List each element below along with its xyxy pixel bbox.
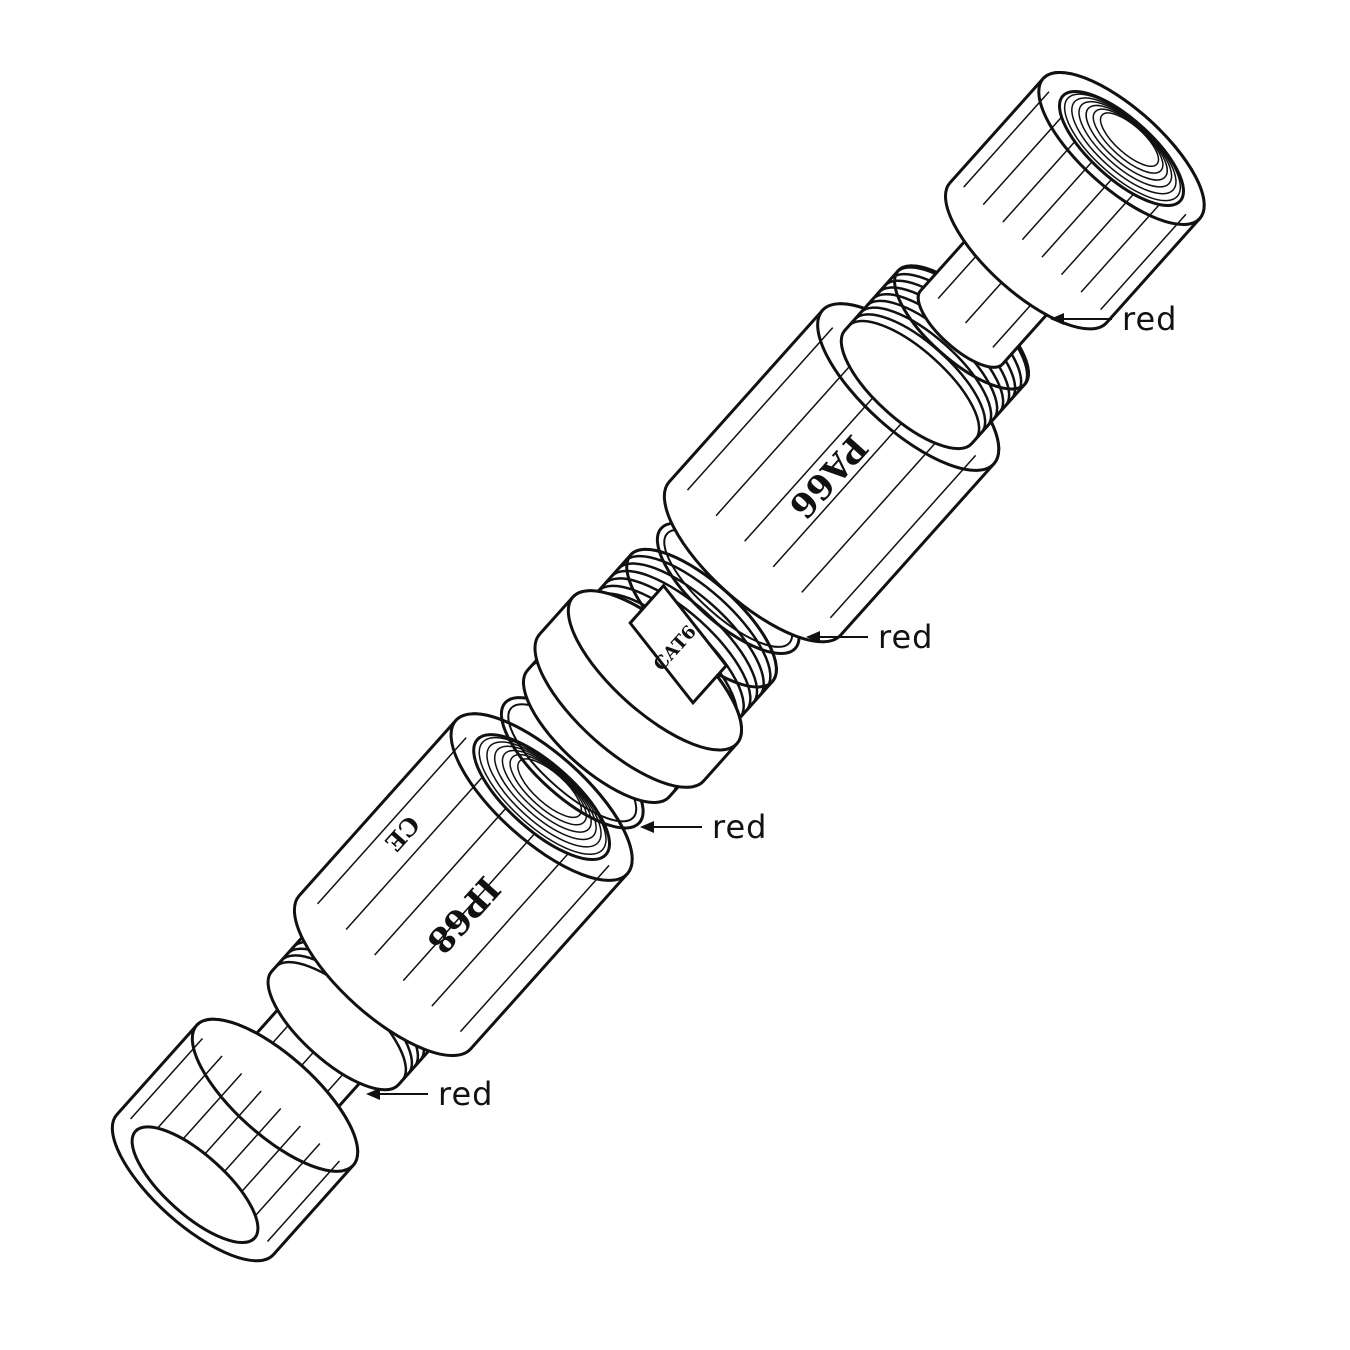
callout-top-oring: red <box>806 618 934 656</box>
bottom-body-inner-thread <box>486 741 602 848</box>
top-body-rib <box>715 352 862 517</box>
top-gland-threads-thread <box>847 319 981 441</box>
callout-bottom-oring: red <box>640 808 768 846</box>
callout-top-collet: red <box>1050 300 1178 338</box>
bottom-cap-nut-rib <box>247 1142 321 1225</box>
bottom-cap-nut-rib <box>129 1038 204 1120</box>
top-cap-nut <box>944 70 1206 331</box>
cat6-insert-thread <box>603 577 752 712</box>
bottom-body-rib <box>459 864 610 1033</box>
bottom-body-rib <box>374 788 524 956</box>
top-body-rib <box>772 403 920 568</box>
bottom-body-inner-thread <box>509 753 587 826</box>
callout-label: red <box>878 618 934 656</box>
top-cap-nut-inner-thread <box>1063 93 1182 202</box>
top-body-rib <box>829 454 977 619</box>
bottom-body-rib <box>431 839 582 1007</box>
top-gland-threads-thread <box>853 313 987 434</box>
top-cap-nut-rib <box>982 108 1070 206</box>
top-cap-nut-rib <box>1100 213 1187 311</box>
arrow-icon <box>1050 313 1112 325</box>
callout-label: red <box>438 1075 494 1113</box>
top-body-rib <box>686 327 834 491</box>
cat6-jack-port <box>628 583 729 706</box>
callout-label: red <box>1122 300 1178 338</box>
bottom-body-rib <box>316 737 467 905</box>
top-body-rib <box>801 429 948 593</box>
bottom-body-rib <box>402 813 553 982</box>
top-cap-nut-inner-thread <box>1099 112 1160 167</box>
bottom-body-inner-thread <box>501 749 592 833</box>
arrow-icon <box>640 821 702 833</box>
bottom-cap-opening <box>130 1125 260 1245</box>
callout-bottom-collet: red <box>366 1075 494 1113</box>
top-cap-nut-rib <box>1080 196 1167 293</box>
bottom-cap-nut-rib <box>149 1055 223 1138</box>
bottom-body <box>292 712 634 1058</box>
bottom-body-inner-thread <box>478 736 607 856</box>
bottom-cap-nut-face <box>190 1017 360 1173</box>
bottom-cap-nut-rib <box>266 1160 341 1242</box>
bottom-body-inner-thread <box>517 758 583 819</box>
top-body-rib <box>744 378 891 542</box>
cat6-insert-thread <box>623 554 772 690</box>
top-gland-threads-thread <box>859 306 993 427</box>
top-cap-nut-rib <box>963 91 1050 188</box>
callout-label: red <box>712 808 768 846</box>
arrow-icon <box>806 631 868 643</box>
bottom-body-rib <box>345 762 496 930</box>
arrow-icon <box>366 1088 428 1100</box>
